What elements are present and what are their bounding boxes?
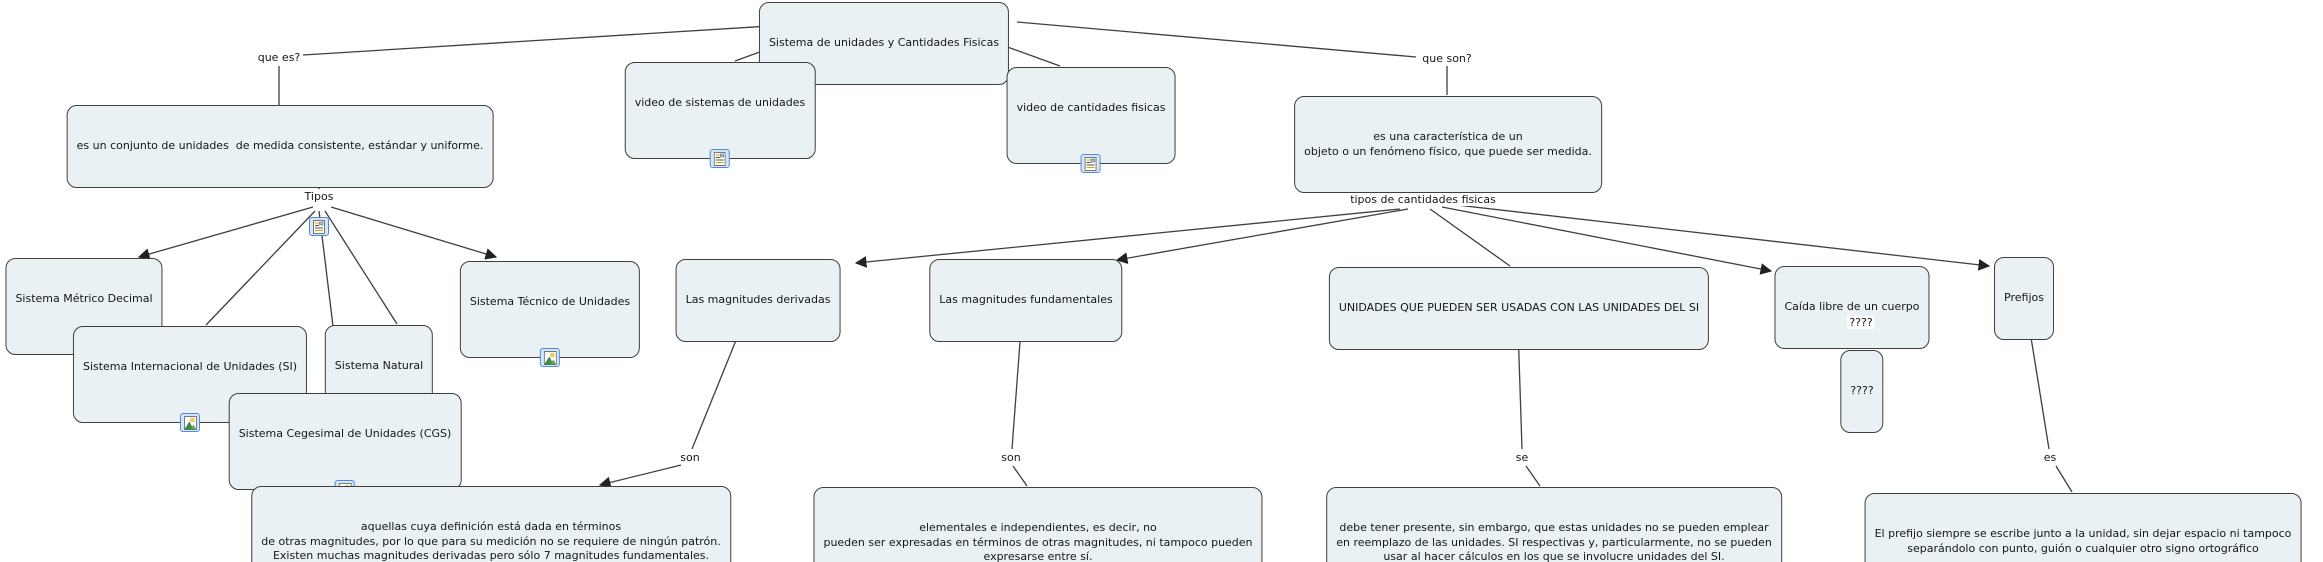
document-resource-icon[interactable] bbox=[710, 149, 730, 169]
node-label: es un conjunto de unidades de medida con… bbox=[76, 139, 484, 153]
node-label: Sistema Natural bbox=[334, 359, 424, 373]
link-label-tipos[interactable]: Tipos bbox=[302, 190, 336, 204]
node-label: elementales e independientes, es decir, … bbox=[823, 521, 1253, 562]
icon-glyph bbox=[543, 350, 557, 365]
node-label: El prefijo siempre se escribe junto a la… bbox=[1874, 527, 2292, 555]
node-label: aquellas cuya definición está dada en té… bbox=[261, 520, 721, 562]
icon-glyph bbox=[183, 415, 197, 430]
link-label-se[interactable]: se bbox=[1513, 451, 1531, 465]
icon-glyph bbox=[313, 219, 325, 234]
node-label: es una característica de un objeto o un … bbox=[1304, 130, 1592, 158]
concept-node-sistema-cegesimal[interactable]: Sistema Cegesimal de Unidades (CGS) bbox=[228, 393, 462, 500]
node-label: debe tener presente, sin embargo, que es… bbox=[1336, 521, 1772, 562]
node-label: Sistema Métrico Decimal bbox=[15, 292, 153, 306]
concept-node-magnitudes-derivadas[interactable]: Las magnitudes derivadas bbox=[675, 259, 841, 342]
concept-node-magnitudes-fundamentales[interactable]: Las magnitudes fundamentales bbox=[929, 259, 1123, 342]
icon-glyph bbox=[1084, 156, 1097, 171]
concept-node-caida-libre[interactable]: Caída libre de un cuerpo bbox=[1774, 266, 1930, 349]
node-label: UNIDADES QUE PUEDEN SER USADAS CON LAS U… bbox=[1338, 301, 1700, 315]
link-label-que-son[interactable]: que son? bbox=[1420, 52, 1474, 66]
link-label-que-es[interactable]: que es? bbox=[255, 51, 303, 65]
concept-node-sistema-tecnico[interactable]: Sistema Técnico de Unidades bbox=[459, 261, 641, 368]
node-label: Las magnitudes derivadas bbox=[685, 293, 831, 307]
node-label: ???? bbox=[1850, 384, 1874, 398]
link-label-son-fundamentales[interactable]: son bbox=[999, 451, 1023, 465]
concept-node-def-prefijos[interactable]: El prefijo siempre se escribe junto a la… bbox=[1864, 493, 2302, 562]
node-label: video de sistemas de unidades bbox=[634, 96, 806, 110]
concept-node-def-derivadas[interactable]: aquellas cuya definición está dada en té… bbox=[251, 486, 731, 562]
link-label-son-derivadas[interactable]: son bbox=[678, 451, 702, 465]
node-label: Caída libre de un cuerpo bbox=[1784, 300, 1920, 314]
document-resource-icon[interactable] bbox=[1080, 154, 1101, 174]
concept-node-definicion-unidades[interactable]: es un conjunto de unidades de medida con… bbox=[66, 105, 494, 188]
image-resource-icon[interactable] bbox=[540, 348, 560, 368]
document-resource-icon[interactable] bbox=[309, 217, 329, 236]
node-label: Prefijos bbox=[2004, 291, 2044, 305]
concept-node-video-sistemas[interactable]: video de sistemas de unidades bbox=[624, 62, 816, 169]
image-resource-icon[interactable] bbox=[179, 413, 200, 433]
concept-node-unidades-con-si[interactable]: UNIDADES QUE PUEDEN SER USADAS CON LAS U… bbox=[1328, 267, 1710, 350]
concept-node-definicion-cantidades[interactable]: es una característica de un objeto o un … bbox=[1294, 96, 1602, 194]
link-label-tipos-de-cantidades[interactable]: tipos de cantidades fisicas bbox=[1348, 193, 1498, 207]
node-label: Sistema Técnico de Unidades bbox=[469, 295, 631, 309]
link-label-interrogantes[interactable]: ???? bbox=[1847, 316, 1875, 330]
concept-node-desconocido[interactable]: ???? bbox=[1840, 350, 1884, 433]
concept-node-video-cantidades[interactable]: video de cantidades fisicas bbox=[1006, 67, 1176, 174]
node-label: Sistema Internacional de Unidades (SI) bbox=[82, 360, 298, 374]
node-label: Sistema Cegesimal de Unidades (CGS) bbox=[238, 427, 452, 441]
concept-node-def-unidades-con-si[interactable]: debe tener presente, sin embargo, que es… bbox=[1326, 487, 1782, 562]
concept-node-def-fundamentales[interactable]: elementales e independientes, es decir, … bbox=[813, 487, 1263, 562]
node-label: Las magnitudes fundamentales bbox=[939, 293, 1113, 307]
icon-glyph bbox=[714, 151, 726, 166]
node-label: video de cantidades fisicas bbox=[1016, 101, 1166, 115]
link-label-es[interactable]: es bbox=[2041, 451, 2059, 465]
node-label: Sistema de unidades y Cantidades Fisicas bbox=[768, 36, 1000, 50]
concept-node-prefijos[interactable]: Prefijos bbox=[1994, 257, 2054, 340]
